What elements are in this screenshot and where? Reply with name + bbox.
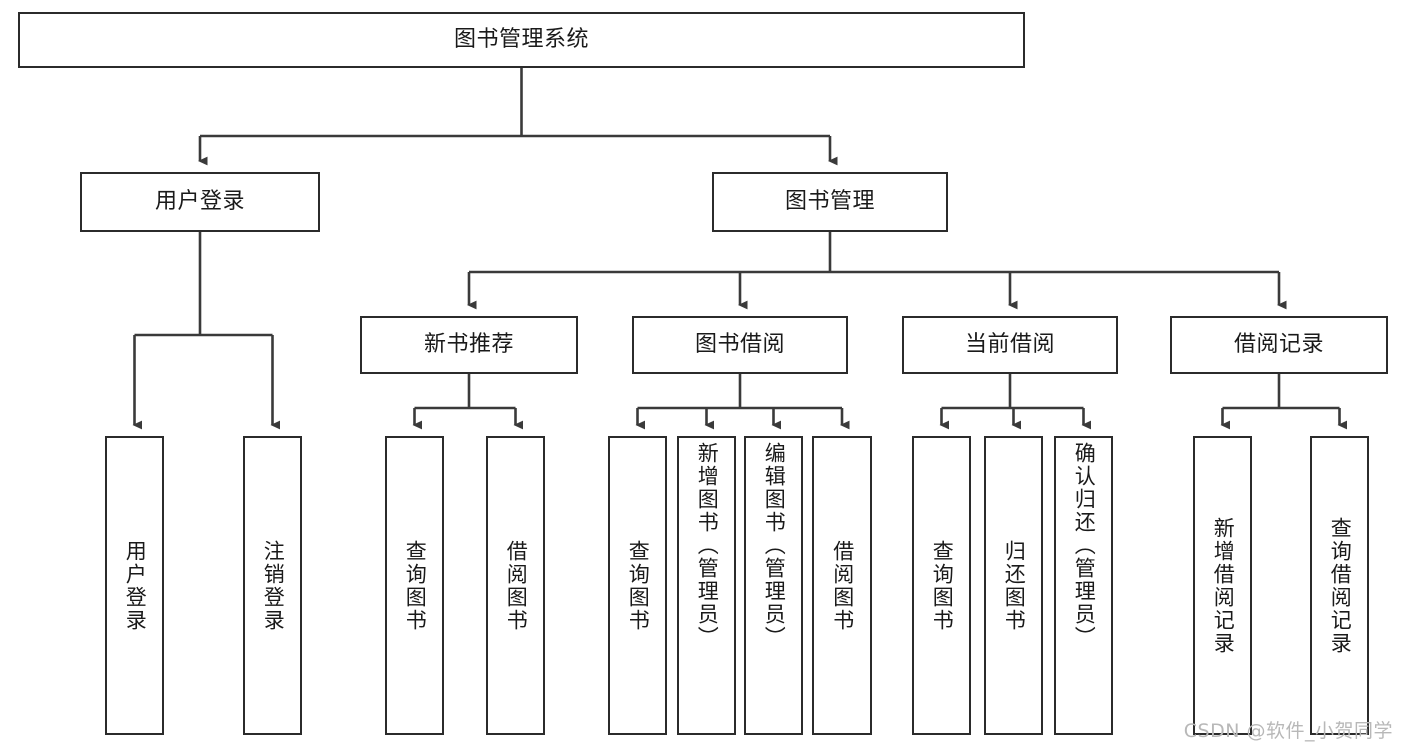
node-new-book-recommend-label: 新书推荐	[423, 331, 514, 357]
leaf-query-borrow-record[interactable]: 查询借阅记录	[1310, 436, 1369, 735]
leaf-return-book-label: 归还图书	[1002, 539, 1027, 632]
leaf-borrow-query-book-label: 查询图书	[626, 539, 651, 632]
node-book-borrow-label: 图书借阅	[694, 331, 785, 357]
leaf-query-borrow-record-label: 查询借阅记录	[1328, 516, 1353, 655]
leaf-edit-book-admin[interactable]: 编辑图书（管理员）	[744, 436, 803, 735]
node-current-borrow[interactable]: 当前借阅	[902, 316, 1118, 374]
leaf-user-login[interactable]: 用户登录	[105, 436, 164, 735]
leaf-current-query-book-label: 查询图书	[930, 539, 955, 632]
leaf-return-book[interactable]: 归还图书	[984, 436, 1043, 735]
leaf-user-logout[interactable]: 注销登录	[243, 436, 302, 735]
leaf-user-logout-label: 注销登录	[261, 539, 286, 632]
node-root[interactable]: 图书管理系统	[18, 12, 1025, 68]
leaf-add-borrow-record[interactable]: 新增借阅记录	[1193, 436, 1252, 735]
watermark: CSDN @软件_小贺同学	[1183, 720, 1393, 742]
node-user-login-module[interactable]: 用户登录	[80, 172, 320, 232]
leaf-add-book-admin-label: 新增图书（管理员）	[695, 442, 720, 649]
leaf-borrow-book-label: 借阅图书	[830, 539, 855, 632]
node-book-borrow[interactable]: 图书借阅	[632, 316, 848, 374]
node-book-management-module-label: 图书管理	[784, 188, 875, 214]
node-borrow-record-label: 借阅记录	[1233, 331, 1324, 357]
leaf-user-login-label: 用户登录	[123, 539, 148, 632]
node-root-label: 图书管理系统	[453, 26, 589, 52]
leaf-confirm-return-admin-label: 确认归还（管理员）	[1072, 442, 1097, 649]
leaf-edit-book-admin-label: 编辑图书（管理员）	[762, 442, 787, 649]
node-user-login-module-label: 用户登录	[154, 188, 245, 214]
leaf-borrow-book[interactable]: 借阅图书	[812, 436, 872, 735]
leaf-current-query-book[interactable]: 查询图书	[912, 436, 971, 735]
node-borrow-record[interactable]: 借阅记录	[1170, 316, 1388, 374]
node-current-borrow-label: 当前借阅	[964, 331, 1055, 357]
node-book-management-module[interactable]: 图书管理	[712, 172, 948, 232]
leaf-confirm-return-admin[interactable]: 确认归还（管理员）	[1054, 436, 1113, 735]
leaf-borrow-query-book[interactable]: 查询图书	[608, 436, 667, 735]
leaf-new-query-book[interactable]: 查询图书	[385, 436, 444, 735]
leaf-new-borrow-book-label: 借阅图书	[504, 539, 529, 632]
leaf-add-book-admin[interactable]: 新增图书（管理员）	[677, 436, 736, 735]
leaf-new-borrow-book[interactable]: 借阅图书	[486, 436, 545, 735]
leaf-add-borrow-record-label: 新增借阅记录	[1211, 516, 1236, 655]
leaf-new-query-book-label: 查询图书	[403, 539, 428, 632]
node-new-book-recommend[interactable]: 新书推荐	[360, 316, 578, 374]
